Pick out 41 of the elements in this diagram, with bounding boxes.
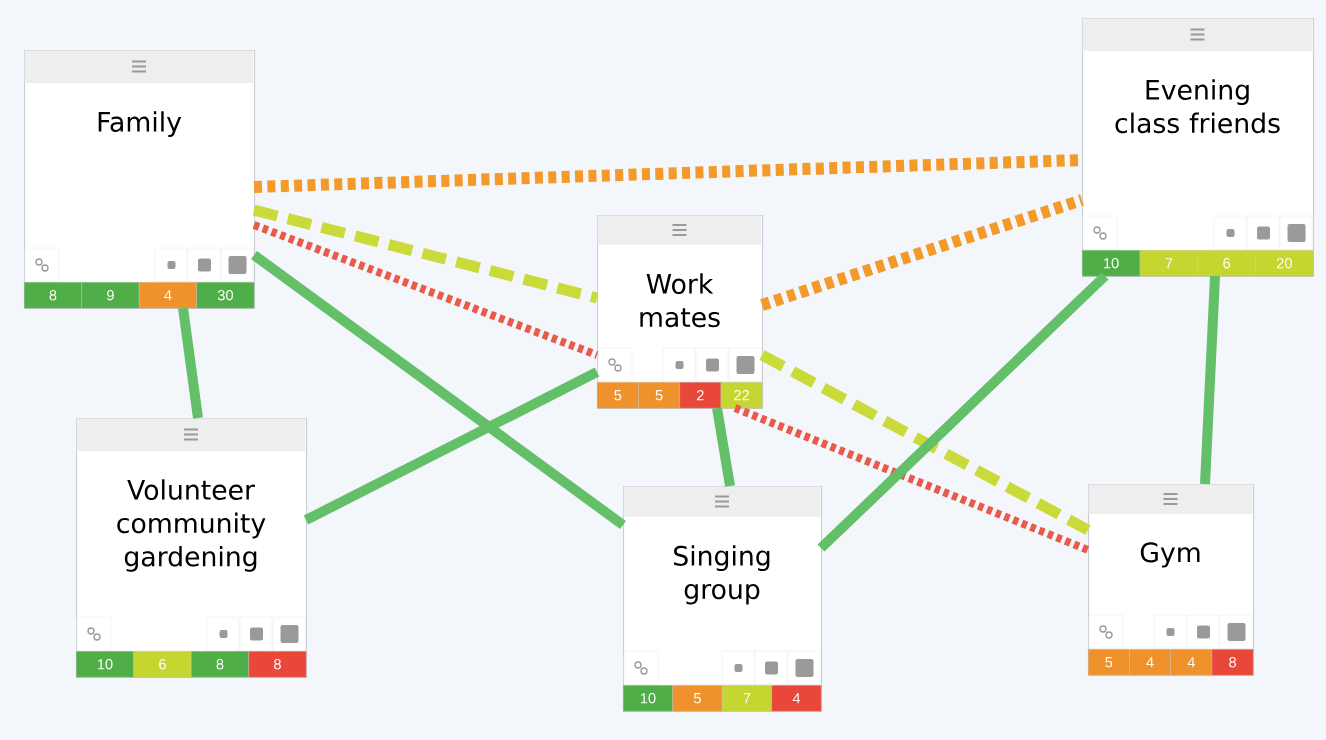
score-cell: 4 — [139, 282, 197, 309]
score-cell: 4 — [1129, 649, 1171, 676]
card-title: Singing group — [674, 545, 770, 605]
connector-line — [303, 367, 600, 525]
card-title: Work mates — [640, 273, 720, 328]
score-cell: 5 — [672, 685, 723, 712]
score-cell: 8 — [191, 651, 249, 678]
score-cell: 8 — [24, 282, 82, 309]
connector-line — [252, 204, 599, 304]
card-title: Gym — [1140, 542, 1200, 568]
score-cell: 20 — [1255, 250, 1314, 277]
card-title: Evening class friends — [1115, 79, 1280, 134]
connector-line — [178, 307, 203, 419]
score-cell: 5 — [597, 382, 639, 409]
connector-line — [712, 407, 735, 487]
score-cell: 22 — [720, 382, 763, 409]
connector-line — [252, 221, 599, 359]
connector-line — [759, 350, 1091, 535]
connector-line — [733, 404, 1090, 554]
score-cell: 7 — [722, 685, 772, 712]
score-cell: 5 — [1088, 649, 1130, 676]
score-cell: 6 — [1197, 250, 1256, 277]
score-cell: 2 — [679, 382, 722, 409]
score-cell: 10 — [1082, 250, 1141, 277]
connector-line — [817, 272, 1109, 552]
score-cell: 7 — [1139, 250, 1198, 277]
connector-line — [760, 194, 1084, 311]
connector-line — [251, 250, 626, 530]
score-cell: 4 — [771, 685, 822, 712]
score-cell: 6 — [133, 651, 192, 678]
score-cell: 8 — [248, 651, 307, 678]
card-title: Volunteer community gardening — [117, 479, 266, 572]
score-cell: 10 — [623, 685, 673, 712]
score-cell: 5 — [638, 382, 680, 409]
score-cell: 10 — [76, 651, 134, 678]
connector-line — [1200, 275, 1220, 485]
score-cell: 4 — [1170, 649, 1213, 676]
score-cell: 30 — [196, 282, 255, 309]
score-cell: 9 — [81, 282, 140, 309]
score-cell: 8 — [1211, 649, 1254, 676]
card-title: Family — [98, 111, 182, 138]
